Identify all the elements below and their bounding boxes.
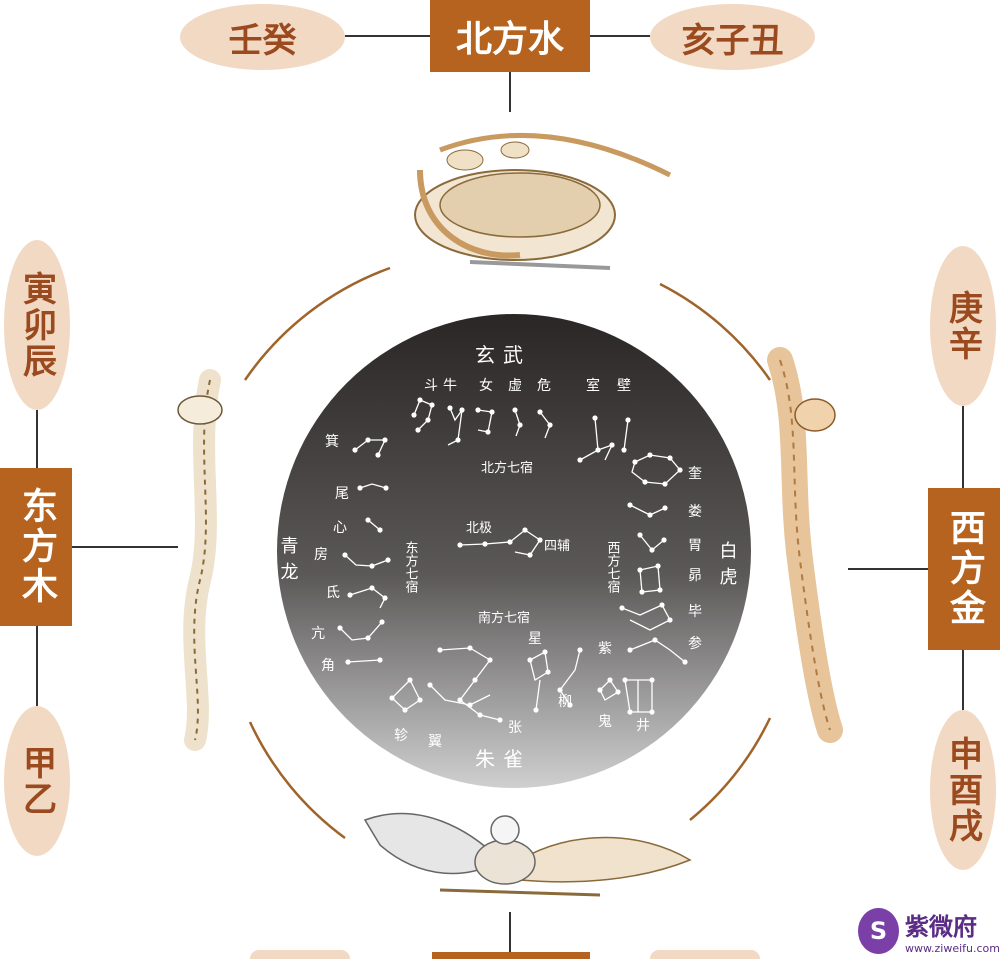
- east-bottom-label: 甲乙: [16, 745, 57, 817]
- east-down-connector: [36, 626, 38, 706]
- south-mansion-xing: 星: [528, 631, 542, 647]
- west-up-connector: [962, 406, 964, 488]
- east-top-label: 寅卯辰: [16, 271, 57, 379]
- disc-labels: 玄武 斗 牛 女 虚 危 室 壁 北方七宿 箕 尾 心 房 氐 亢 角 东方七宿…: [278, 343, 738, 771]
- east-mansion-wei: 尾: [335, 486, 349, 502]
- west-box: 西方金: [928, 488, 1000, 650]
- east-mansion-jiao: 角: [321, 658, 335, 674]
- west-top-oval: 庚辛: [930, 246, 996, 406]
- west-mansion-wei: 胃: [688, 538, 702, 554]
- east-box: 东方木: [0, 468, 72, 626]
- south-mansion-jing: 井: [636, 718, 650, 734]
- east-top-oval: 寅卯辰: [4, 240, 70, 410]
- sifu-label: 四辅: [544, 539, 570, 554]
- east-bottom-oval: 甲乙: [4, 706, 70, 856]
- south-down-connector: [509, 912, 511, 959]
- north-down-connector: [509, 72, 511, 112]
- constellations: [337, 397, 688, 723]
- east-constellations: [339, 439, 389, 663]
- logo-mark-icon: S: [858, 908, 900, 954]
- arc-northwest: [243, 266, 391, 381]
- south-mansion-yi: 翼: [428, 734, 442, 750]
- south-mansion-zi: 紫: [598, 641, 612, 657]
- east-seven-label: 东方七宿: [403, 541, 419, 593]
- logo-chinese-name: 紫微府: [905, 913, 978, 941]
- south-seven-label: 南方七宿: [478, 610, 530, 626]
- north-mansion-niu: 牛: [443, 378, 457, 394]
- south-left-oval-partial: [250, 950, 350, 959]
- north-right-oval: 亥子丑: [650, 4, 815, 70]
- east-box-label: 东方木: [16, 487, 57, 607]
- north-mansion-bi: 壁: [617, 378, 631, 394]
- west-left-connector: [848, 568, 928, 570]
- south-mansion-liu: 柳: [558, 693, 572, 710]
- qinglong-illustration: [177, 369, 223, 751]
- west-bottom-label: 申酉戌: [942, 736, 983, 844]
- arc-northeast: [659, 282, 772, 381]
- xuanwu-illustration: [414, 132, 672, 270]
- west-bottom-oval: 申酉戌: [930, 710, 996, 870]
- site-logo[interactable]: S 紫微府 www.ziweifu.com: [858, 903, 1000, 959]
- star-dots: [337, 397, 688, 723]
- north-box: 北方水: [430, 0, 590, 72]
- north-mansion-nv: 女: [479, 377, 493, 394]
- east-up-connector: [36, 410, 38, 468]
- west-down-connector: [962, 650, 964, 710]
- south-mansion-zhen: 轸: [394, 728, 408, 744]
- north-right-label: 亥子丑: [681, 20, 784, 61]
- north-right-connector: [590, 35, 650, 37]
- east-mansion-di: 氐: [326, 585, 340, 601]
- arc-southwest: [248, 721, 346, 840]
- west-box-label: 西方金: [944, 509, 985, 629]
- west-mansion-lou: 娄: [688, 504, 702, 520]
- east-mansion-fang: 房: [314, 547, 328, 563]
- east-mansion-ji: 箕: [325, 433, 339, 450]
- north-mansion-xu: 虚: [508, 378, 522, 394]
- outer-ring: [243, 266, 772, 840]
- east-mansion-kang: 亢: [311, 625, 325, 642]
- star-disc: [277, 314, 751, 788]
- logo-url: www.ziweifu.com: [905, 942, 1000, 955]
- north-mansion-shi: 室: [586, 377, 600, 394]
- east-mansion-xin: 心: [333, 520, 347, 536]
- north-seven-label: 北方七宿: [481, 460, 533, 476]
- qinglong-label: 青龙: [278, 536, 299, 588]
- baihu-label: 白虎: [717, 541, 738, 593]
- arc-southeast: [689, 717, 772, 821]
- baihu-illustration: [767, 347, 843, 743]
- west-mansion-kui: 奎: [688, 466, 702, 482]
- logo-text: 紫微府 www.ziweifu.com: [905, 907, 1000, 955]
- south-mansion-zhang: 张: [508, 720, 522, 736]
- west-mansion-bi: 毕: [688, 604, 702, 620]
- south-box-partial: [432, 952, 590, 959]
- xuanwu-label: 玄武: [475, 343, 531, 367]
- north-mansion-wei: 危: [537, 378, 551, 394]
- north-box-label: 北方水: [455, 19, 564, 60]
- south-mansion-gui: 鬼: [598, 714, 612, 730]
- east-right-connector: [72, 546, 178, 548]
- west-mansion-mao: 昴: [688, 568, 702, 584]
- zhuque-label: 朱雀: [475, 747, 531, 771]
- south-right-oval-partial: [650, 950, 760, 959]
- west-seven-label: 西方七宿: [605, 541, 621, 593]
- beiji-label: 北极: [466, 521, 492, 536]
- north-left-oval: 壬癸: [180, 4, 345, 70]
- north-left-label: 壬癸: [228, 20, 297, 61]
- west-top-label: 庚辛: [942, 290, 983, 362]
- north-left-connector: [345, 35, 430, 37]
- north-mansion-dou: 斗: [424, 378, 438, 394]
- zhuque-illustration: [363, 812, 692, 897]
- west-mansion-shen: 参: [688, 635, 702, 652]
